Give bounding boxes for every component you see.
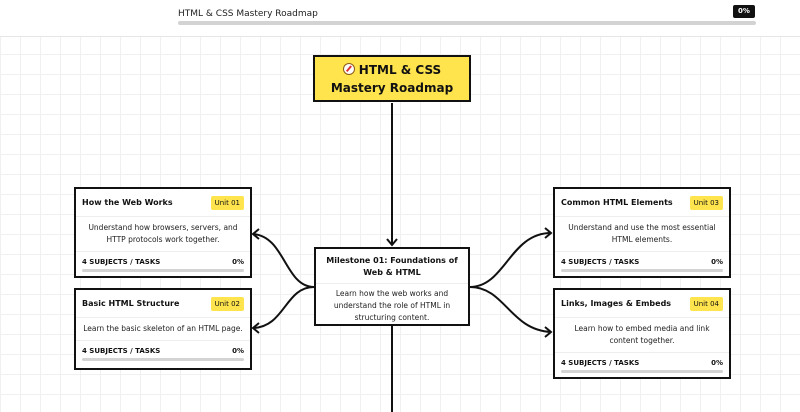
unit-progress-bar xyxy=(561,269,723,272)
roadmap-title: HTML & CSS Mastery Roadmap xyxy=(178,9,318,19)
link-unit-04 xyxy=(469,286,552,333)
unit-card[interactable]: Links, Images & Embeds Unit 04 Learn how … xyxy=(553,288,731,379)
root-title: HTML & CSS Mastery Roadmap xyxy=(330,63,454,95)
unit-description: Learn the basic skeleton of an HTML page… xyxy=(76,318,250,341)
unit-progress-label: 0% xyxy=(711,258,723,266)
unit-title: How the Web Works xyxy=(82,198,173,207)
unit-progress-label: 0% xyxy=(232,258,244,266)
unit-tasks: 4 SUBJECTS / TASKS xyxy=(561,258,640,266)
link-unit-01 xyxy=(252,233,315,288)
unit-description: Learn how to embed media and link conten… xyxy=(555,318,729,353)
overall-progress-badge: 0% xyxy=(733,5,755,18)
top-header: HTML & CSS Mastery Roadmap 0% xyxy=(0,0,800,37)
unit-description: Understand how browsers, servers, and HT… xyxy=(76,217,250,252)
unit-card[interactable]: Common HTML Elements Unit 03 Understand a… xyxy=(553,187,731,278)
unit-title: Links, Images & Embeds xyxy=(561,299,672,308)
unit-progress-label: 0% xyxy=(232,347,244,355)
unit-progress-bar xyxy=(561,370,723,373)
milestone-node[interactable]: Milestone 01: Foundations of Web & HTML … xyxy=(314,247,470,326)
unit-title: Basic HTML Structure xyxy=(82,299,180,308)
unit-badge: Unit 02 xyxy=(210,296,244,311)
unit-badge: Unit 04 xyxy=(689,296,723,311)
compass-icon xyxy=(342,63,355,75)
unit-card[interactable]: How the Web Works Unit 01 Understand how … xyxy=(74,187,252,278)
unit-tasks: 4 SUBJECTS / TASKS xyxy=(82,258,161,266)
arrow-head xyxy=(544,227,553,239)
link-unit-02 xyxy=(252,286,315,329)
unit-tasks: 4 SUBJECTS / TASKS xyxy=(561,359,640,367)
unit-tasks: 4 SUBJECTS / TASKS xyxy=(82,347,161,355)
arrow-head xyxy=(386,238,398,247)
root-node[interactable]: HTML & CSS Mastery Roadmap xyxy=(313,55,471,102)
arrow-head xyxy=(251,228,260,240)
link-unit-03 xyxy=(469,232,552,288)
unit-progress-label: 0% xyxy=(711,359,723,367)
overall-progress-bar xyxy=(178,21,756,25)
arrow-head xyxy=(544,326,553,338)
unit-badge: Unit 03 xyxy=(689,195,723,210)
arrow-head xyxy=(251,322,260,334)
unit-badge: Unit 01 xyxy=(210,195,244,210)
unit-description: Understand and use the most essential HT… xyxy=(555,217,729,252)
milestone-description: Learn how the web works and understand t… xyxy=(333,289,451,322)
unit-title: Common HTML Elements xyxy=(561,198,673,207)
unit-progress-bar xyxy=(82,269,244,272)
unit-progress-bar xyxy=(82,358,244,361)
unit-card[interactable]: Basic HTML Structure Unit 02 Learn the ba… xyxy=(74,288,252,370)
milestone-title: Milestone 01: Foundations of Web & HTML xyxy=(316,249,468,284)
